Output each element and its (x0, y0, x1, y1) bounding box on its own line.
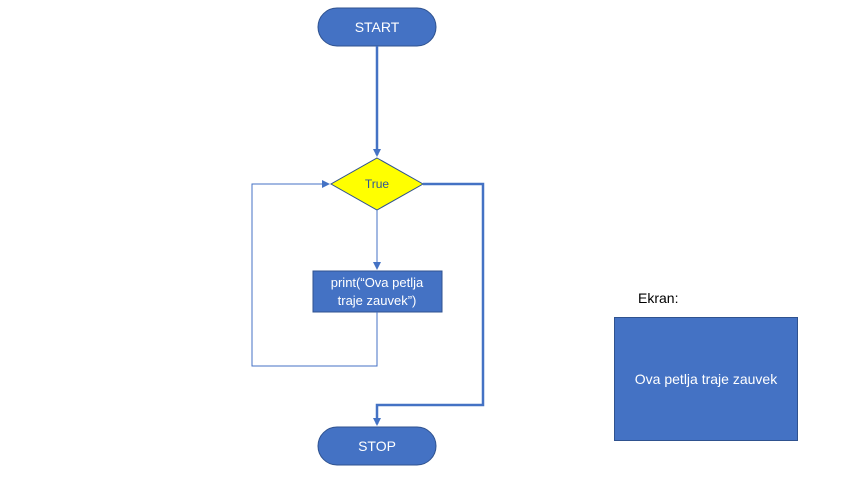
arrow-loop-back (251, 180, 378, 367)
screen-label: Ekran: (638, 290, 679, 306)
stop-shape (317, 426, 437, 466)
screen-output-box: Ova petlja traje zauvek (614, 317, 798, 441)
start-label: START (355, 19, 400, 35)
decision-label: True (365, 177, 390, 191)
screen-output-text: Ova petlja traje zauvek (634, 371, 778, 387)
process-shape (312, 270, 443, 313)
arrow-decision-to-stop (373, 182, 485, 426)
process-node: print(“Ova petlja traje zauvek”) (312, 270, 443, 313)
stop-label: STOP (358, 438, 396, 454)
start-node: START (317, 7, 437, 47)
decision-node: True (329, 157, 425, 211)
stop-node: STOP (317, 426, 437, 466)
process-label-line2: traje zauvek”) (338, 293, 417, 308)
process-label-line1: print(“Ova petlja (331, 275, 424, 290)
